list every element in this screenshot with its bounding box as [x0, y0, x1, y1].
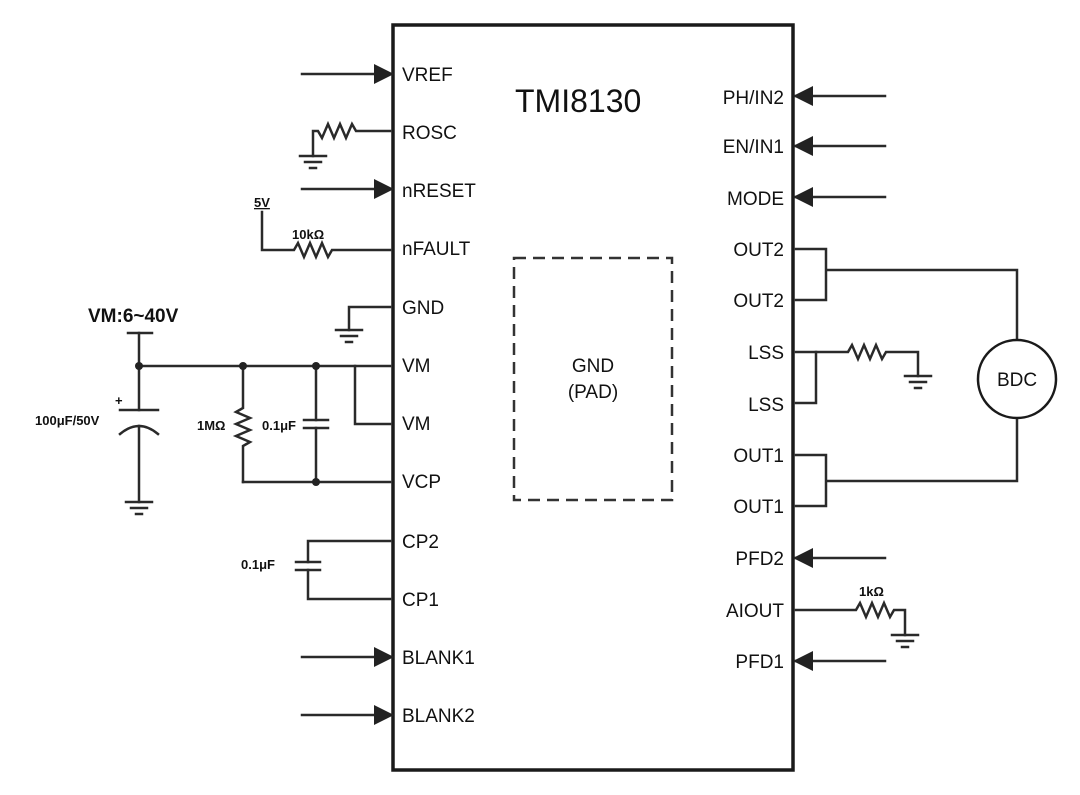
resistor-1m [232, 364, 254, 484]
aiout-resistor [794, 599, 907, 637]
lss-pins-tie [794, 350, 818, 405]
aiout-resistor-value: 1kΩ [859, 584, 884, 599]
pin-mode: MODE [727, 189, 784, 210]
vm-pins-tie [353, 364, 392, 426]
pin-en-in1: EN/IN1 [723, 137, 784, 158]
pin-pfd2: PFD2 [735, 549, 784, 570]
right-pin-labels: PH/IN2 EN/IN1 MODE OUT2 OUT2 LSS LSS OUT… [723, 88, 785, 673]
ic-body [391, 23, 795, 772]
sense-resistor [794, 341, 920, 378]
pin-out2-b: OUT2 [733, 291, 784, 312]
ground-symbol-gnd-pin [334, 305, 392, 344]
rosc-resistor [311, 120, 392, 158]
pin-lss-a: LSS [748, 343, 784, 364]
ground-symbol-lss [903, 374, 933, 390]
pin-pfd1: PFD1 [735, 652, 784, 673]
resistor-1m-value: 1MΩ [197, 418, 225, 433]
pin-vcp: VCP [402, 472, 441, 493]
bulk-capacitor [118, 408, 160, 504]
capacitor-vcp [302, 364, 330, 484]
pin-cp1: CP1 [402, 590, 439, 611]
capacitor-charge-pump [294, 539, 392, 601]
pullup-resistor [260, 210, 392, 261]
pin-aiout: AIOUT [726, 601, 784, 622]
pin-blank1: BLANK1 [402, 648, 475, 669]
junction-dot [312, 478, 320, 486]
pin-out2-a: OUT2 [733, 240, 784, 261]
pin-vref: VREF [402, 65, 453, 86]
exposed-pad [512, 256, 674, 502]
chip-name: TMI8130 [515, 83, 641, 119]
pad-label-gnd: GND [572, 356, 614, 377]
out2-wire [794, 247, 1019, 342]
pin-lss-b: LSS [748, 395, 784, 416]
out1-wire [794, 416, 1019, 508]
bulk-capacitor-polarity: + [115, 393, 123, 408]
pin-blank2: BLANK2 [402, 706, 475, 727]
pin-vm-1: VM [402, 356, 431, 377]
pin-gnd: GND [402, 298, 444, 319]
pin-ph-in2: PH/IN2 [723, 88, 784, 109]
pin-nreset: nRESET [402, 181, 476, 202]
vm-supply-label: VM:6~40V [88, 306, 179, 327]
pin-out1-a: OUT1 [733, 446, 784, 467]
pad-label-pad: (PAD) [568, 382, 618, 403]
motor-symbol [976, 338, 1058, 420]
bulk-capacitor-value: 100μF/50V [35, 413, 100, 428]
pin-vm-2: VM [402, 414, 431, 435]
junction-dot [239, 362, 247, 370]
junction-dot [312, 362, 320, 370]
pin-cp2: CP2 [402, 532, 439, 553]
capacitor-vcp-value: 0.1μF [262, 418, 296, 433]
pin-rosc: ROSC [402, 123, 457, 144]
pullup-resistor-value: 10kΩ [292, 227, 324, 242]
ground-symbol-bulk-cap [124, 500, 154, 516]
supply-5v-label: 5V [254, 195, 270, 210]
left-pin-labels: VREF ROSC nRESET nFAULT GND VM VM VCP CP… [402, 65, 476, 727]
pin-out1-b: OUT1 [733, 497, 784, 518]
capacitor-charge-pump-value: 0.1μF [241, 557, 275, 572]
ground-symbol-rosc [298, 154, 328, 170]
ground-symbol-aiout [890, 633, 920, 649]
motor-label: BDC [997, 370, 1037, 391]
pin-nfault: nFAULT [402, 239, 471, 260]
junction-dot [135, 362, 143, 370]
